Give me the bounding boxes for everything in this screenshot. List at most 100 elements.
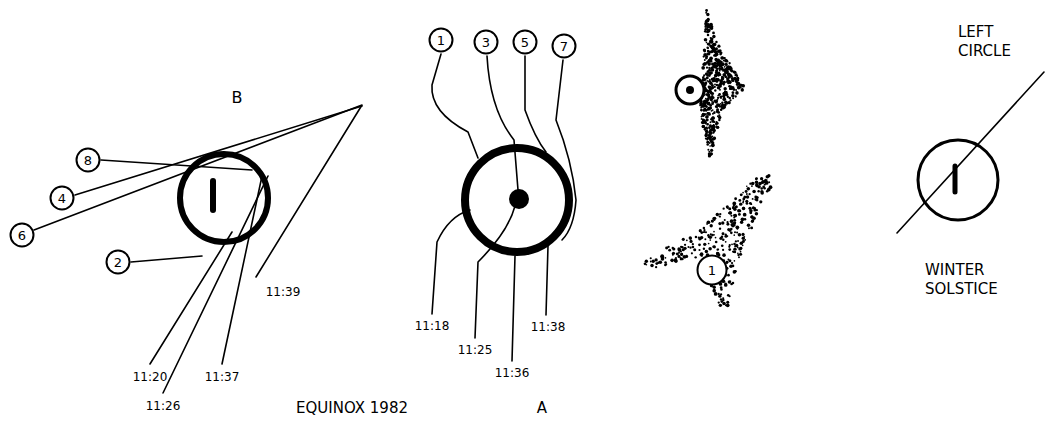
speckle (761, 181, 764, 184)
speckle (712, 245, 715, 248)
speckle (664, 264, 667, 267)
speckle (665, 257, 667, 259)
speckle (708, 151, 710, 153)
speckle (751, 219, 754, 222)
speckle (719, 93, 721, 95)
speckle (750, 226, 753, 229)
speckle (722, 232, 725, 235)
speckle (749, 202, 752, 205)
speckle (726, 261, 729, 264)
speckle (718, 93, 721, 96)
speckle (689, 247, 691, 249)
speckle (689, 237, 691, 239)
speckle (706, 67, 708, 69)
speckle (726, 207, 728, 209)
leader-line (34, 105, 362, 277)
speckle (733, 77, 737, 81)
speckle (741, 194, 743, 196)
speckle (710, 67, 714, 71)
speckle (732, 97, 734, 99)
leader-line (432, 210, 470, 314)
speckle (716, 81, 718, 83)
speckle (711, 132, 713, 134)
speckle (703, 248, 705, 250)
leader-line (163, 176, 268, 393)
speckle (720, 108, 723, 111)
speckle (718, 222, 721, 225)
speckle (723, 87, 726, 90)
leader-line (75, 106, 362, 195)
callout-circle: 5 (512, 29, 538, 55)
speckle (714, 54, 717, 57)
speckle (716, 121, 718, 123)
speckle (726, 60, 728, 62)
leader-line (101, 160, 252, 170)
speckle (729, 229, 732, 232)
speckle (694, 256, 696, 258)
leader-line (432, 54, 478, 158)
speckle (703, 231, 705, 233)
speckle (755, 184, 758, 187)
speckle (715, 241, 718, 244)
speckle (743, 213, 747, 217)
speckle (732, 282, 734, 284)
speckle (715, 122, 718, 125)
speckle (734, 215, 736, 217)
leader-line (556, 60, 576, 240)
speckle (705, 98, 707, 100)
speckle (741, 233, 744, 236)
speckle (719, 227, 721, 229)
speckle (684, 244, 686, 246)
callout-circle: 7 (551, 33, 577, 59)
speckle (724, 66, 726, 68)
speckle (701, 66, 705, 70)
speckle (760, 190, 763, 193)
speckle (733, 214, 737, 218)
speckle (709, 145, 711, 147)
speckle (644, 263, 647, 266)
time-label: B (232, 88, 243, 108)
speckle (742, 237, 745, 240)
speckle (703, 55, 705, 57)
speckle (710, 125, 712, 127)
speckle (702, 113, 705, 116)
speckle (720, 293, 722, 295)
speckle (728, 248, 731, 251)
speckle (709, 91, 712, 94)
speckle (710, 140, 713, 143)
speckle (737, 253, 739, 255)
leader-line (222, 176, 262, 364)
speckle (721, 244, 724, 247)
speckle (703, 227, 705, 229)
speckle (737, 82, 740, 85)
speckle (710, 149, 713, 152)
speckle (706, 13, 709, 16)
speckle (708, 247, 712, 251)
speckle (714, 86, 716, 88)
speckle (737, 86, 741, 90)
speckle (704, 28, 707, 31)
speckle (714, 54, 716, 56)
speckle (733, 71, 736, 74)
speckle (719, 49, 722, 52)
speckle (742, 207, 745, 210)
speckle (712, 85, 714, 87)
speckle (725, 70, 729, 74)
shadow-bar (210, 181, 216, 210)
speckle (703, 109, 706, 112)
speckle (711, 120, 714, 123)
speckle (728, 101, 731, 104)
time-label: 11:20 (133, 370, 168, 385)
time-label: 11:37 (205, 370, 240, 385)
speckle (716, 213, 719, 216)
speckle (703, 76, 705, 78)
speckle (722, 253, 726, 257)
speckle (707, 43, 709, 45)
speckle (667, 246, 669, 248)
speckle (749, 211, 752, 214)
speckle (724, 100, 727, 103)
speckle (705, 137, 707, 139)
speckle (672, 254, 674, 256)
speckle (721, 57, 724, 60)
center-dot (686, 86, 694, 94)
